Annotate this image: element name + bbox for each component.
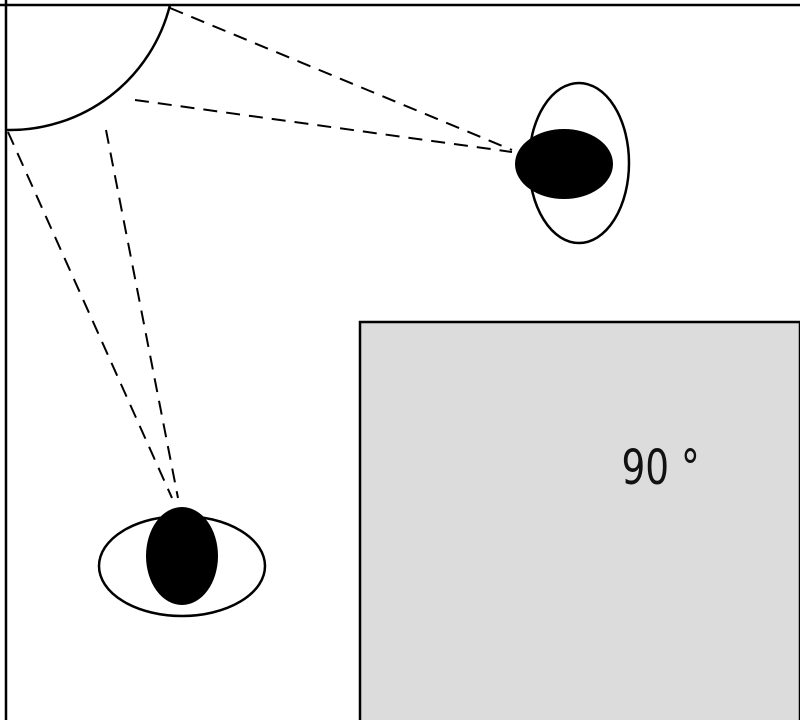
angle-label: 90 °: [621, 440, 700, 496]
sight-line-right-lower: [134, 99, 513, 153]
sight-line-bottom-left: [7, 131, 173, 499]
sight-line-bottom-right: [105, 129, 179, 499]
eye-bottom-pupil: [146, 507, 218, 605]
corner-circle-arc: [6, 4, 172, 132]
eye-right-pupil: [515, 129, 613, 199]
sight-line-right-upper: [169, 7, 513, 151]
block-90-degree: [358, 320, 800, 720]
eye-bottom: [97, 507, 267, 618]
eye-right: [515, 81, 631, 245]
